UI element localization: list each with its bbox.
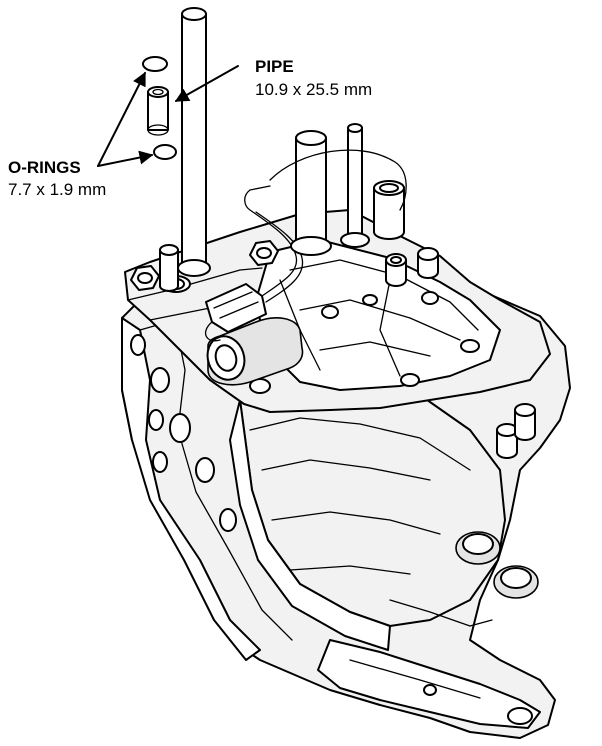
o-ring-icon bbox=[153, 144, 177, 160]
connector-icon bbox=[204, 185, 304, 342]
bolt-icon bbox=[130, 265, 160, 291]
fitting-icon bbox=[496, 403, 536, 459]
solenoid-icon bbox=[206, 317, 304, 386]
pipe-callout: PIPE 10.9 x 25.5 mm bbox=[255, 57, 372, 99]
fitting-icon bbox=[455, 531, 539, 599]
tall-pipe-icon bbox=[177, 7, 211, 277]
pipe-fitting-icon bbox=[290, 130, 332, 256]
bolt-icon bbox=[249, 240, 279, 266]
o-ring-icon bbox=[142, 56, 168, 72]
pipe-fitting-icon bbox=[373, 180, 405, 240]
o-rings-callout: O-RINGS 7.7 x 1.9 mm bbox=[8, 158, 106, 199]
valve-body-assembly-icon bbox=[121, 123, 571, 739]
pipe-leader-arrow-icon bbox=[174, 65, 239, 102]
pipe-dimensions: 10.9 x 25.5 mm bbox=[255, 80, 372, 99]
o-rings-leader-arrow-icon bbox=[97, 71, 154, 167]
fitting-icon bbox=[385, 247, 439, 287]
pipe-fitting-icon bbox=[340, 123, 370, 248]
o-rings-dimensions: 7.7 x 1.9 mm bbox=[8, 180, 106, 199]
pipe-icon bbox=[147, 86, 169, 136]
o-rings-label: O-RINGS bbox=[8, 158, 81, 177]
pipe-label: PIPE bbox=[255, 57, 294, 76]
